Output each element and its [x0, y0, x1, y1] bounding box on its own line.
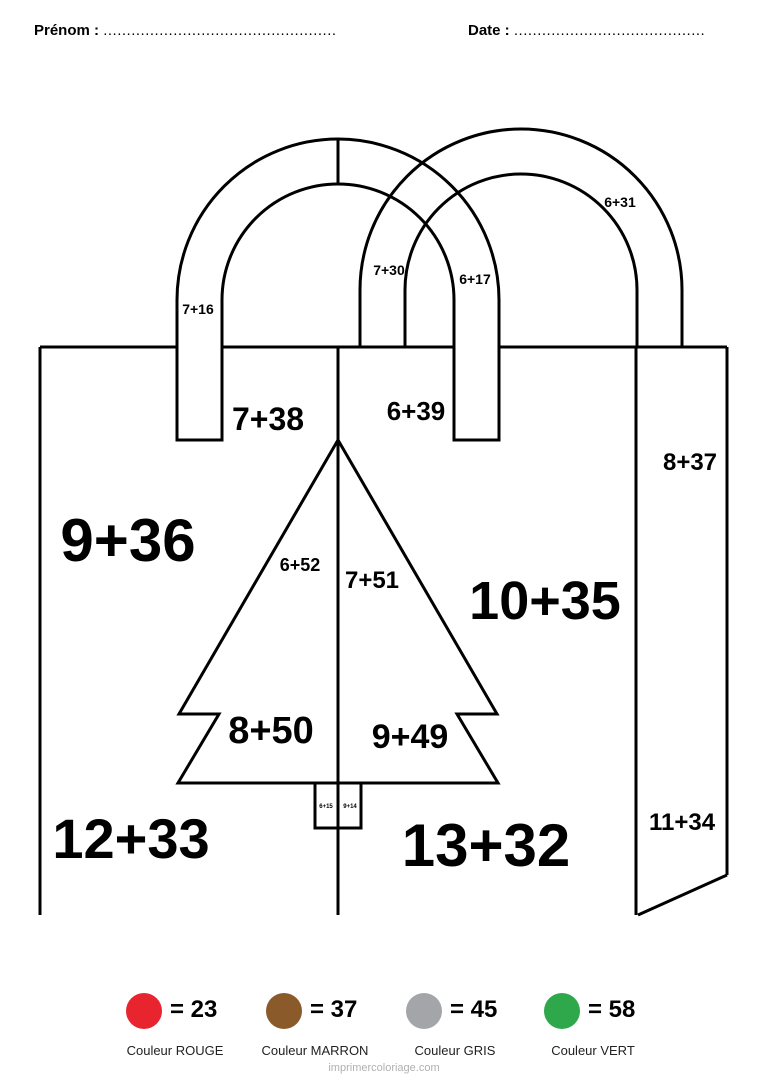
legend-label-grey: Couleur GRIS: [414, 1043, 496, 1058]
prenom-dots: ........................................…: [103, 22, 337, 39]
front-handle: [175, 137, 501, 442]
legend-label-red: Couleur ROUGE: [126, 1043, 224, 1058]
label-tree-top-right: 7+51: [345, 567, 399, 594]
label-bag-left: 9+36: [60, 507, 195, 574]
grey-swatch: [406, 993, 442, 1029]
date-dots: ........................................…: [513, 22, 706, 39]
label-trunk-right: 9+14: [343, 804, 357, 810]
label-trunk-left: 6+15: [319, 804, 333, 810]
label-tree-bottom-right: 9+49: [372, 718, 449, 756]
color-legend: = 23 Couleur ROUGE = 37 Couleur MARRON =…: [0, 993, 768, 1063]
footer-site-name: imprimercoloriage.com: [328, 1062, 440, 1074]
label-bag-bottom-left: 12+33: [52, 807, 209, 870]
legend-value-green: = 58: [588, 996, 636, 1023]
label-handle-right: 6+31: [604, 194, 636, 210]
label-tree-top-left: 6+52: [280, 555, 321, 575]
brown-swatch: [266, 993, 302, 1029]
legend-item-grey: = 45 Couleur GRIS: [380, 993, 530, 1058]
label-handle-front-inner: 6+17: [459, 271, 491, 287]
label-bag-bottom-right: 13+32: [402, 812, 571, 879]
label-bag-side-top: 8+37: [663, 449, 717, 476]
bag-side-bottom: [637, 873, 728, 917]
prenom-line: Prénom : ...............................…: [34, 22, 337, 39]
legend-item-green: = 58 Couleur VERT: [518, 993, 668, 1058]
legend-value-brown: = 37: [310, 996, 358, 1023]
legend-value-grey: = 45: [450, 996, 498, 1023]
back-handle-inner: [403, 172, 639, 347]
legend-item-brown: = 37 Couleur MARRON: [240, 993, 390, 1058]
prenom-label: Prénom :: [34, 22, 100, 39]
label-bag-top-left: 7+38: [232, 401, 304, 437]
label-handle-back-inner: 7+30: [373, 262, 405, 278]
legend-value-red: = 23: [170, 996, 218, 1023]
back-handle-outer: [358, 127, 684, 347]
green-swatch: [544, 993, 580, 1029]
legend-item-red: = 23 Couleur ROUGE: [100, 993, 250, 1058]
label-bag-top-middle: 6+39: [387, 396, 446, 426]
label-bag-side-bottom: 11+34: [649, 809, 716, 836]
red-swatch: [126, 993, 162, 1029]
date-line: Date : .................................…: [468, 22, 705, 39]
date-label: Date :: [468, 22, 510, 39]
legend-label-brown: Couleur MARRON: [261, 1043, 369, 1058]
label-handle-left: 7+16: [182, 301, 214, 317]
label-tree-bottom-left: 8+50: [228, 710, 314, 752]
label-bag-right-middle: 10+35: [469, 571, 621, 631]
legend-label-green: Couleur VERT: [551, 1043, 635, 1058]
